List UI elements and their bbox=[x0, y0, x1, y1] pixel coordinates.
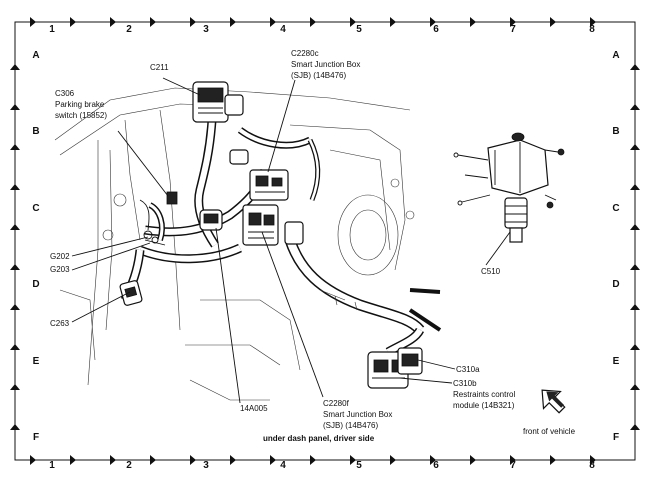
grid-col-7: 7 bbox=[510, 24, 516, 35]
grid-row-e: E bbox=[33, 356, 40, 367]
grid-row-f: F bbox=[33, 432, 39, 443]
label-c2280f: C2280f bbox=[323, 399, 350, 408]
ground-g202-g203 bbox=[139, 199, 166, 246]
c310-connectors bbox=[367, 347, 423, 389]
c263-connector bbox=[119, 280, 143, 306]
grid-row-d-right: D bbox=[612, 279, 619, 290]
grid-col-8: 8 bbox=[589, 24, 595, 35]
label-c2280f-desc1: Smart Junction Box bbox=[323, 410, 392, 419]
label-c306-desc2: switch (15852) bbox=[55, 111, 107, 120]
leader-lines bbox=[71, 77, 511, 404]
label-g202: G202 bbox=[50, 252, 70, 261]
connector-cluster bbox=[199, 149, 304, 245]
grid-row-a-right: A bbox=[612, 50, 619, 61]
label-c2280f-desc2: (SJB) (14B476) bbox=[323, 421, 378, 430]
label-c211: C211 bbox=[150, 63, 169, 72]
grid-col-6-bottom: 6 bbox=[433, 460, 439, 471]
grid-row-d: D bbox=[32, 279, 39, 290]
label-c306-desc1: Parking brake bbox=[55, 100, 105, 109]
c211-connector bbox=[192, 81, 244, 123]
c510-module bbox=[453, 132, 565, 243]
grid-row-b: B bbox=[32, 126, 39, 137]
label-g203: G203 bbox=[50, 265, 70, 274]
grid-col-1-bottom: 1 bbox=[49, 460, 55, 471]
grid-col-3: 3 bbox=[203, 24, 209, 35]
label-c306: C306 bbox=[55, 89, 75, 98]
c306-connector bbox=[166, 191, 178, 205]
grid-col-2: 2 bbox=[126, 24, 132, 35]
sjb-connector-c2280f bbox=[242, 204, 279, 246]
label-c310a: C310a bbox=[456, 365, 480, 374]
grid-row-e-right: E bbox=[613, 356, 620, 367]
label-c2280c: C2280c bbox=[291, 49, 319, 58]
label-c263: C263 bbox=[50, 319, 70, 328]
label-c310b-desc1: Restraints control bbox=[453, 390, 515, 399]
dash-structure bbox=[54, 87, 415, 401]
grid-col-2-bottom: 2 bbox=[126, 460, 132, 471]
grid-col-3-bottom: 3 bbox=[203, 460, 209, 471]
grid-row-c: C bbox=[32, 203, 39, 214]
label-c510: C510 bbox=[481, 267, 501, 276]
border-arrow-icon bbox=[10, 17, 640, 465]
label-harness-14a005: 14A005 bbox=[240, 404, 268, 413]
label-c310b: C310b bbox=[453, 379, 477, 388]
grid-col-4: 4 bbox=[280, 24, 286, 35]
wiring-harness bbox=[120, 119, 442, 356]
grid-col-1: 1 bbox=[49, 24, 55, 35]
label-c2280c-desc1: Smart Junction Box bbox=[291, 60, 360, 69]
grid-row-b-right: B bbox=[612, 126, 619, 137]
diagram-caption: under dash panel, driver side bbox=[263, 434, 375, 443]
diagram-border bbox=[14, 21, 636, 461]
sjb-connector-c2280c bbox=[249, 169, 289, 201]
front-of-vehicle-note: front of vehicle bbox=[523, 427, 576, 436]
grid-col-7-bottom: 7 bbox=[510, 460, 516, 471]
label-c2280c-desc2: (SJB) (14B476) bbox=[291, 71, 346, 80]
grid-col-4-bottom: 4 bbox=[280, 460, 286, 471]
grid-row-c-right: C bbox=[612, 203, 619, 214]
grid-col-6: 6 bbox=[433, 24, 439, 35]
front-arrow-icon bbox=[541, 389, 566, 414]
label-c310b-desc2: module (14B321) bbox=[453, 401, 515, 410]
grid-row-f-right: F bbox=[613, 432, 619, 443]
grid-col-5: 5 bbox=[356, 24, 362, 35]
grid-col-8-bottom: 8 bbox=[589, 460, 595, 471]
grid-col-5-bottom: 5 bbox=[356, 460, 362, 471]
grid-row-a: A bbox=[32, 50, 39, 61]
